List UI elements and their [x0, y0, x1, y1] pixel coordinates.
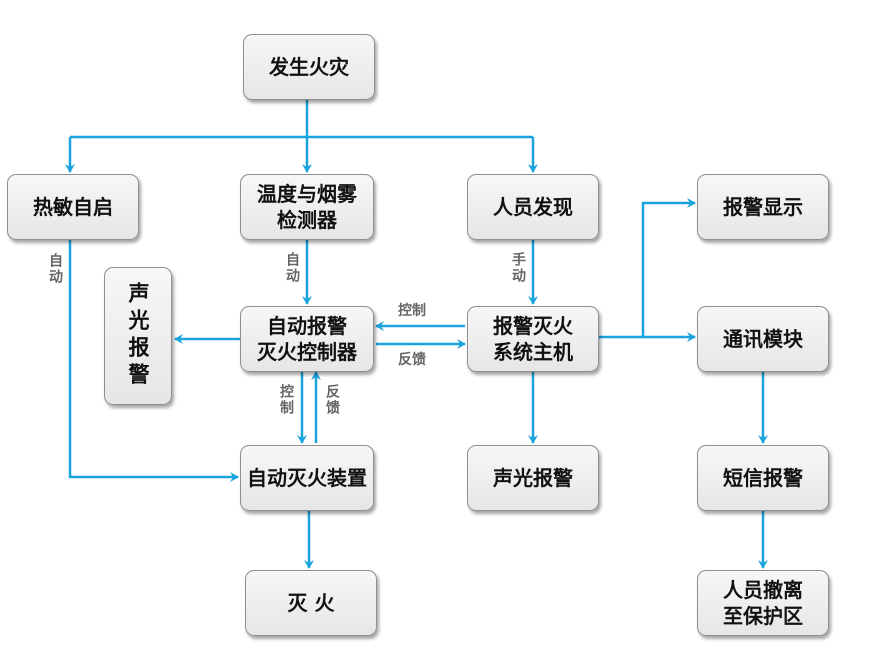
node-host: 报警灭火 系统主机	[467, 306, 599, 372]
node-extinguish: 灭 火	[245, 570, 377, 636]
node-extinguish-label: 灭 火	[287, 591, 335, 615]
node-comm-module: 通讯模块	[697, 306, 829, 372]
node-sound-light-left: 声光报警	[104, 267, 172, 405]
label-manual: 手动	[510, 252, 526, 284]
node-sms-alarm: 短信报警	[697, 445, 829, 511]
label-feedback-up: 反馈	[324, 384, 340, 416]
node-sms-label: 短信报警	[723, 466, 803, 490]
node-host-line1: 报警灭火	[493, 314, 573, 338]
arrow-host-to-display	[641, 198, 696, 337]
node-heat-self-start: 热敏自启	[7, 174, 139, 240]
label-auto-detector: 自动	[284, 252, 300, 284]
node-fire: 发生火灾	[243, 34, 375, 100]
arrow-fire-branch	[70, 100, 533, 139]
label-feedback-bottom: 反馈	[398, 352, 426, 368]
node-sound-light-mid-label: 声光报警	[493, 466, 573, 490]
node-auto-extinguisher: 自动灭火装置	[240, 445, 374, 511]
label-auto-heat: 自动	[47, 253, 63, 285]
node-detector-line2: 检测器	[277, 208, 337, 232]
node-fire-label: 发生火灾	[269, 55, 349, 79]
node-controller: 自动报警 灭火控制器	[240, 306, 374, 372]
node-sound-light-mid: 声光报警	[467, 445, 599, 511]
node-alarm-display-label: 报警显示	[723, 195, 803, 219]
node-alarm-display: 报警显示	[697, 174, 829, 240]
node-detector-line1: 温度与烟雾	[257, 182, 357, 206]
node-person-found: 人员发现	[467, 174, 599, 240]
node-sound-light-left-label: 声光报警	[126, 282, 150, 390]
node-host-line2: 系统主机	[493, 340, 573, 364]
label-control-top: 控制	[398, 303, 426, 319]
label-control-down: 控制	[278, 384, 294, 416]
node-heat-label: 热敏自启	[33, 195, 113, 219]
node-detector: 温度与烟雾 检测器	[240, 174, 374, 240]
node-evacuate-line2: 至保护区	[723, 604, 803, 628]
node-auto-ext-label: 自动灭火装置	[247, 466, 367, 490]
node-person-label: 人员发现	[493, 195, 573, 219]
node-evacuate: 人员撤离 至保护区	[697, 570, 829, 636]
node-evacuate-line1: 人员撤离	[723, 578, 803, 602]
node-controller-line2: 灭火控制器	[257, 340, 357, 364]
node-comm-label: 通讯模块	[723, 327, 803, 351]
node-controller-line1: 自动报警	[267, 314, 347, 338]
